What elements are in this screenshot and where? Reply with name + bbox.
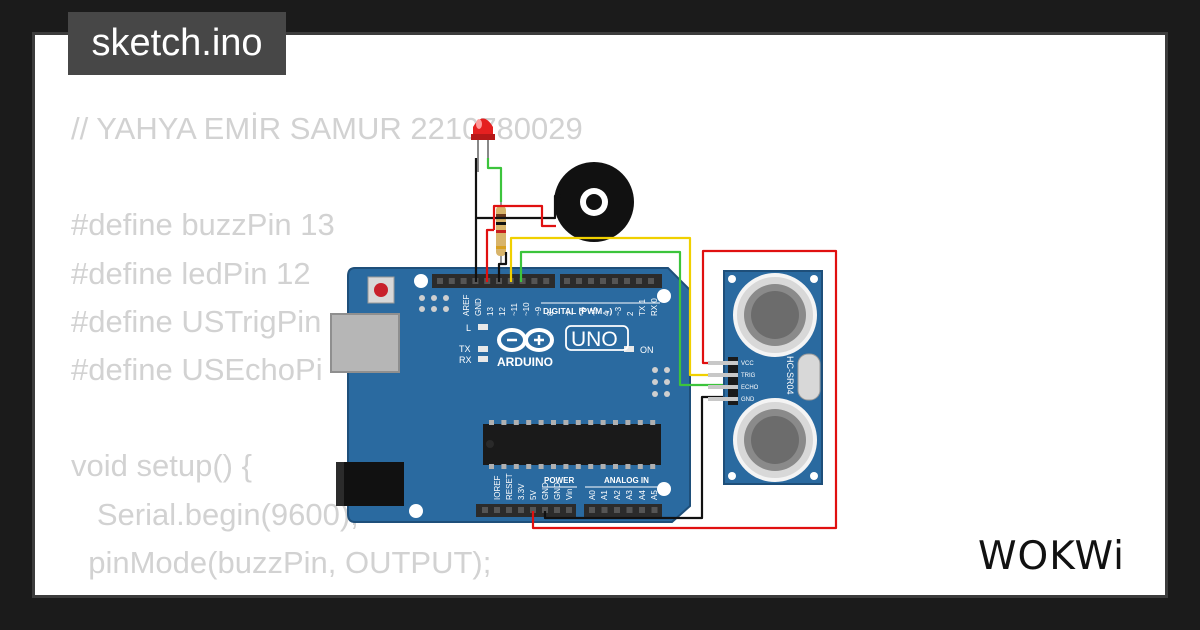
led-on-label: ON	[640, 345, 654, 355]
code-editor: // YAHYA EMİR SAMUR 2210780029 #define b…	[71, 105, 583, 595]
model-label: UNO	[571, 328, 618, 351]
digital-pin-label: ~10	[522, 302, 531, 316]
analog-pin-label: A5	[650, 490, 659, 500]
code-line: // YAHYA EMİR SAMUR 2210780029	[71, 111, 583, 146]
code-line: Serial.begin(9600);	[71, 496, 359, 532]
analog-header-label: ANALOG IN	[604, 476, 649, 485]
power-pin-label: GND	[553, 482, 562, 500]
wokwi-logo: WOKWi	[978, 534, 1125, 579]
code-line: #define USEchoPi	[71, 351, 323, 387]
power-pin-label: GND	[541, 482, 550, 500]
digital-pin-label: 13	[486, 307, 495, 316]
digital-pin-label: 7	[566, 311, 575, 316]
usb-port	[330, 313, 400, 373]
power-pin-label: RESET	[505, 473, 514, 500]
digital-header-label: DIGITAL (PWM ~)	[543, 306, 613, 316]
power-jack	[336, 462, 404, 506]
wokwi-logo-text: WOKWi	[978, 534, 1125, 579]
code-line: pinMode(ledPin, OUTPUT);	[71, 587, 583, 595]
code-line: #define buzzPin 13	[71, 207, 335, 243]
sensor-pin-label: ECHO	[741, 385, 759, 391]
red-led[interactable]	[471, 118, 495, 173]
led-rx-label: RX	[459, 355, 472, 365]
arduino-logo-icon	[497, 328, 554, 352]
code-line: #define USTrigPin	[71, 303, 322, 339]
power-pin-label: 5V	[529, 490, 538, 500]
ultrasonic-sensor[interactable]: HC-SR04 VCC TRIG ECHO GND	[708, 270, 823, 485]
brand-label: ARDUINO	[497, 355, 553, 369]
digital-pin-label: 4	[602, 311, 611, 316]
power-pin-label: IOREF	[493, 475, 502, 500]
digital-pin-label: TX 1	[638, 299, 647, 316]
digital-header-left	[432, 274, 555, 288]
file-tab[interactable]: sketch.ino	[68, 12, 286, 75]
buzzer[interactable]	[554, 162, 634, 242]
digital-header-right	[560, 274, 662, 288]
wires	[474, 158, 838, 530]
digital-pin-label: GND	[474, 298, 483, 316]
analog-pin-label: A3	[625, 490, 634, 500]
power-pin-label: Vin	[565, 489, 574, 500]
analog-pin-label: A2	[613, 490, 622, 500]
microcontroller-chip	[483, 424, 661, 465]
code-line: #define ledPin 12	[71, 255, 311, 291]
power-header	[476, 504, 576, 517]
digital-pin-label: ~6	[578, 306, 587, 316]
power-header-label: POWER	[544, 476, 574, 485]
power-pin-label: 3.3V	[517, 483, 526, 500]
sensor-pin-label: TRIG	[741, 373, 756, 379]
digital-pin-label: 8	[546, 311, 555, 316]
digital-pin-label: ~5	[590, 306, 599, 316]
sensor-pin-label: VCC	[741, 361, 754, 367]
analog-header	[584, 504, 662, 517]
sensor-pin-label: GND	[741, 397, 755, 403]
digital-pin-label: ~3	[614, 306, 623, 316]
digital-pin-label: ~11	[510, 302, 519, 316]
sensor-model-label: HC-SR04	[785, 356, 795, 395]
digital-pin-label: ~9	[534, 306, 543, 316]
led-l-label: L	[466, 323, 471, 333]
led-tx-label: TX	[459, 344, 471, 354]
code-line: void setup() {	[71, 448, 252, 484]
analog-pin-label: A1	[600, 490, 609, 500]
digital-pin-label: 2	[626, 311, 635, 316]
code-line: pinMode(buzzPin, OUTPUT);	[71, 544, 492, 580]
digital-pin-label: RX 0	[650, 298, 659, 316]
digital-pin-label: 12	[498, 307, 507, 316]
digital-pin-label: AREF	[462, 295, 471, 316]
analog-pin-label: A0	[588, 490, 597, 500]
analog-pin-label: A4	[638, 490, 647, 500]
